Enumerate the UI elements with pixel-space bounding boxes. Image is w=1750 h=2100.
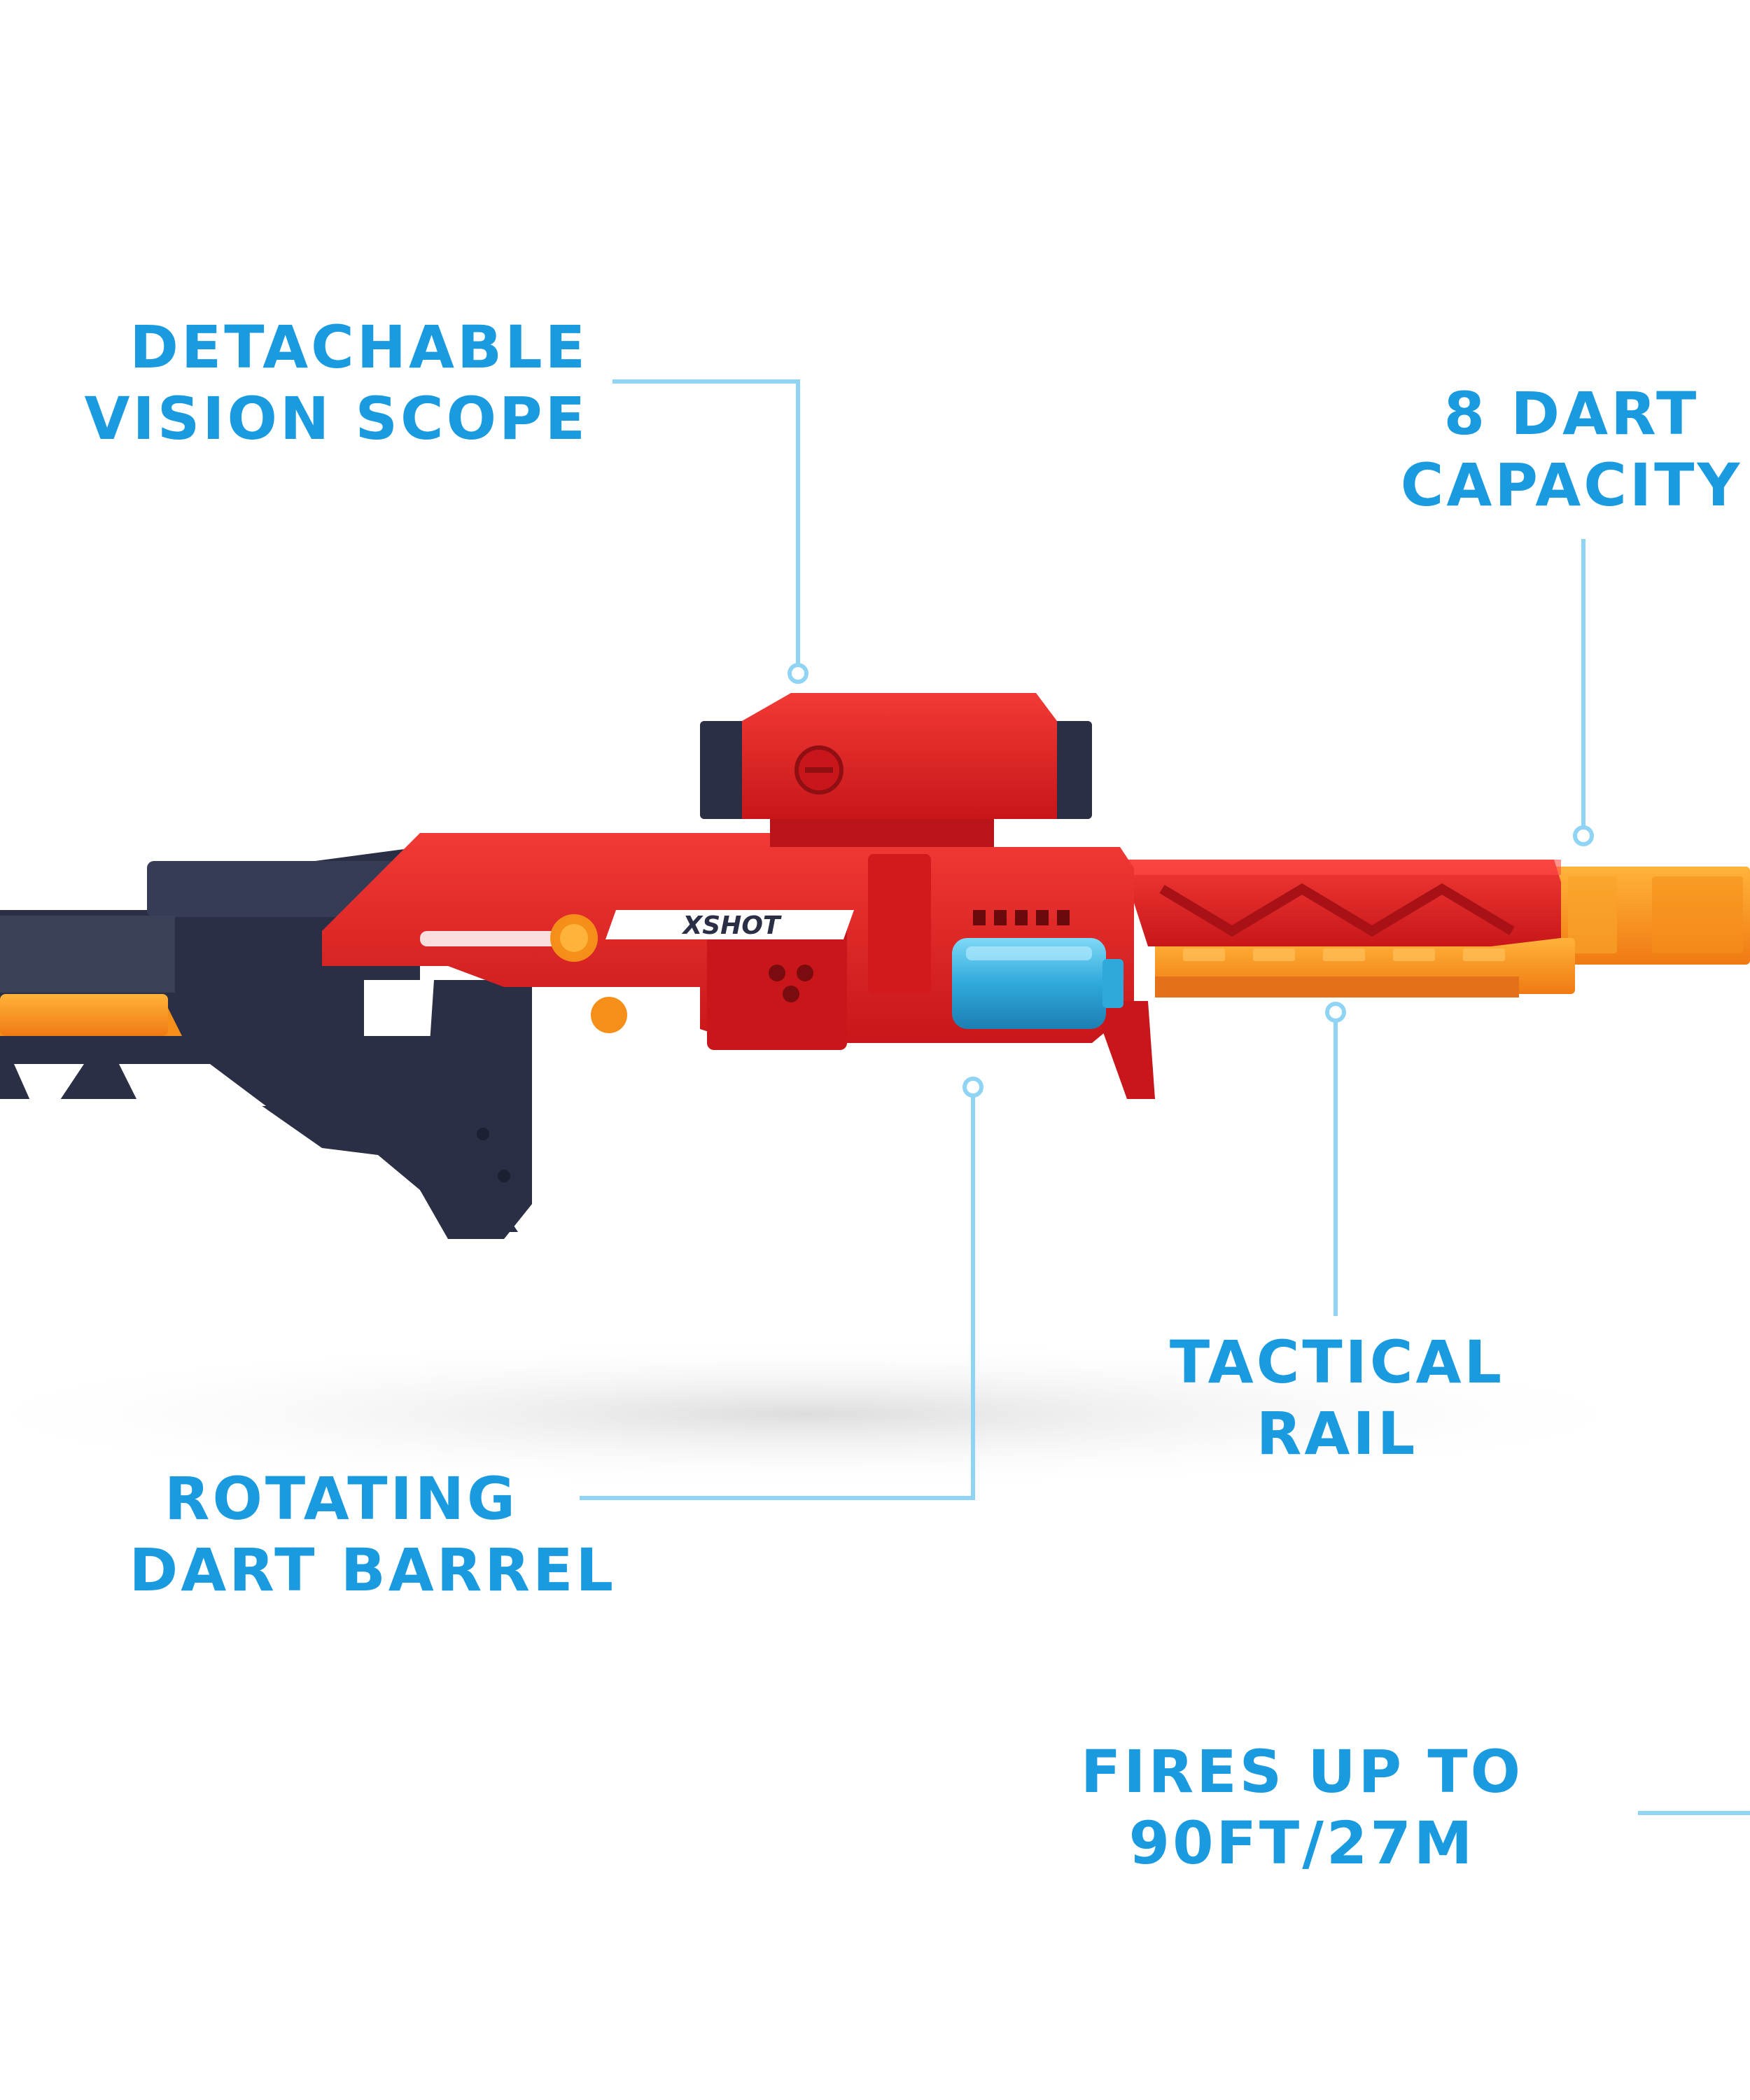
feature-label-capacity: 8 DART CAPACITY: [1348, 378, 1750, 521]
grip: [420, 980, 532, 1239]
tactical-rail-shape: [1155, 938, 1575, 997]
barrel-shroud: [1120, 860, 1561, 946]
scope-label-line1: DETACHABLE: [130, 313, 588, 382]
rail-label-line1: TACTICAL: [1169, 1328, 1505, 1396]
feature-label-scope: DETACHABLE VISION SCOPE: [85, 312, 588, 454]
range-label-line1: FIRES UP TO: [1080, 1737, 1524, 1806]
barrel-tip: [1547, 867, 1750, 965]
feature-label-range: FIRES UP TO 90FT/27M: [1008, 1736, 1596, 1879]
xshot-logo: XSHOT: [606, 910, 854, 940]
barrel-label-line1: ROTATING: [164, 1464, 518, 1533]
scope: [700, 693, 1092, 847]
barrel-label-line2: DART BARREL: [129, 1536, 616, 1604]
capacity-label-line2: CAPACITY: [1400, 451, 1743, 519]
feature-label-barrel: ROTATING DART BARREL: [130, 1463, 617, 1606]
rail-label-line2: RAIL: [1256, 1399, 1418, 1468]
range-label-line2: 90FT/27M: [1128, 1809, 1476, 1877]
svg-text:XSHOT: XSHOT: [682, 911, 782, 940]
cocking-knob: [550, 914, 598, 962]
scope-label-line2: VISION SCOPE: [84, 384, 588, 453]
rotating-barrel: [952, 938, 1124, 1029]
feature-label-rail: TACTICAL RAIL: [1127, 1326, 1547, 1469]
capacity-label-line1: 8 DART: [1443, 379, 1700, 448]
trigger-accent: [591, 997, 627, 1033]
